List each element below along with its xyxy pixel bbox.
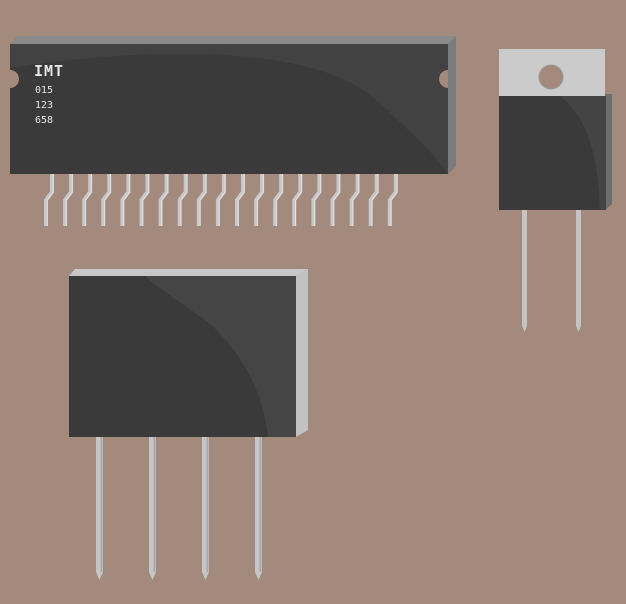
sip-pins <box>44 172 398 226</box>
sip-pin <box>349 172 360 226</box>
module-sheen <box>145 276 296 437</box>
module-lead <box>255 430 262 572</box>
module-lead-tip <box>255 572 262 580</box>
module-lead-shade <box>153 430 156 572</box>
sip-pin <box>368 172 379 226</box>
module-lead <box>202 430 209 572</box>
module-lead <box>149 430 156 572</box>
sip-pin <box>177 172 188 226</box>
sip-pin-highlight <box>199 172 207 226</box>
to220-sheen <box>560 96 606 210</box>
sip-pin-highlight <box>46 172 54 226</box>
to220-lead-right-tip <box>576 326 581 332</box>
sip-pin-highlight <box>314 172 322 226</box>
sip-chip-brand: IMT <box>34 62 64 80</box>
to220-edge <box>605 94 612 210</box>
sip-pin-highlight <box>390 172 398 226</box>
sip-pin-highlight <box>352 172 360 226</box>
sip-pin-highlight <box>180 172 188 226</box>
sip-pin-highlight <box>333 172 341 226</box>
sip-pin <box>311 172 322 226</box>
mounting-hole-icon <box>538 64 564 90</box>
sip-pin-highlight <box>275 172 283 226</box>
sip-pin <box>215 172 226 226</box>
module-lead-shade <box>206 430 209 572</box>
to220-lead-left <box>522 206 527 326</box>
module-lead-tip <box>149 572 156 580</box>
sip-pin-highlight <box>65 172 73 226</box>
module-side-edge <box>296 269 308 437</box>
sip-pin-highlight <box>104 172 111 226</box>
sip-pin <box>330 172 341 226</box>
sip-pin-highlight <box>142 172 150 226</box>
module-lead-shade <box>259 430 262 572</box>
module-lead-tip <box>202 572 209 580</box>
sip-pin <box>292 172 303 226</box>
sip-pin-highlight <box>218 172 226 226</box>
module-top-bevel <box>69 269 308 276</box>
sip-pin-highlight <box>295 172 302 226</box>
rect-module <box>69 269 308 580</box>
sip-pin-highlight <box>256 172 264 226</box>
sip-pin <box>63 172 74 226</box>
sip-pin <box>273 172 284 226</box>
sip-pin <box>82 172 93 226</box>
sip-pin <box>387 172 398 226</box>
sip-pin <box>44 172 54 226</box>
to220-transistor <box>499 49 612 332</box>
sip-chip-code-3: 658 <box>35 115 53 126</box>
sip-chip-top-bevel <box>10 36 456 44</box>
sip-pin <box>101 172 112 226</box>
sip-chip: IMT 015 123 658 <box>10 36 456 226</box>
module-lead-shade <box>100 430 103 572</box>
sip-chip-code-2: 123 <box>35 100 53 111</box>
module-leads <box>96 430 262 580</box>
sip-pin <box>196 172 207 226</box>
sip-chip-sheen <box>10 44 448 174</box>
sip-pin <box>254 172 265 226</box>
sip-pin-highlight <box>84 172 92 226</box>
sip-chip-code-1: 015 <box>35 85 53 96</box>
to220-lead-right <box>576 206 581 326</box>
sip-pin-highlight <box>237 172 245 226</box>
sip-pin <box>158 172 169 226</box>
sip-pin-highlight <box>371 172 379 226</box>
module-lead-tip <box>96 572 103 580</box>
sip-pin-highlight <box>123 172 131 226</box>
sip-pin-highlight <box>161 172 169 226</box>
to220-lead-left-tip <box>522 326 527 332</box>
sip-pin <box>120 172 131 226</box>
sip-pin <box>139 172 150 226</box>
module-lead <box>96 430 103 572</box>
sip-pin <box>235 172 245 226</box>
